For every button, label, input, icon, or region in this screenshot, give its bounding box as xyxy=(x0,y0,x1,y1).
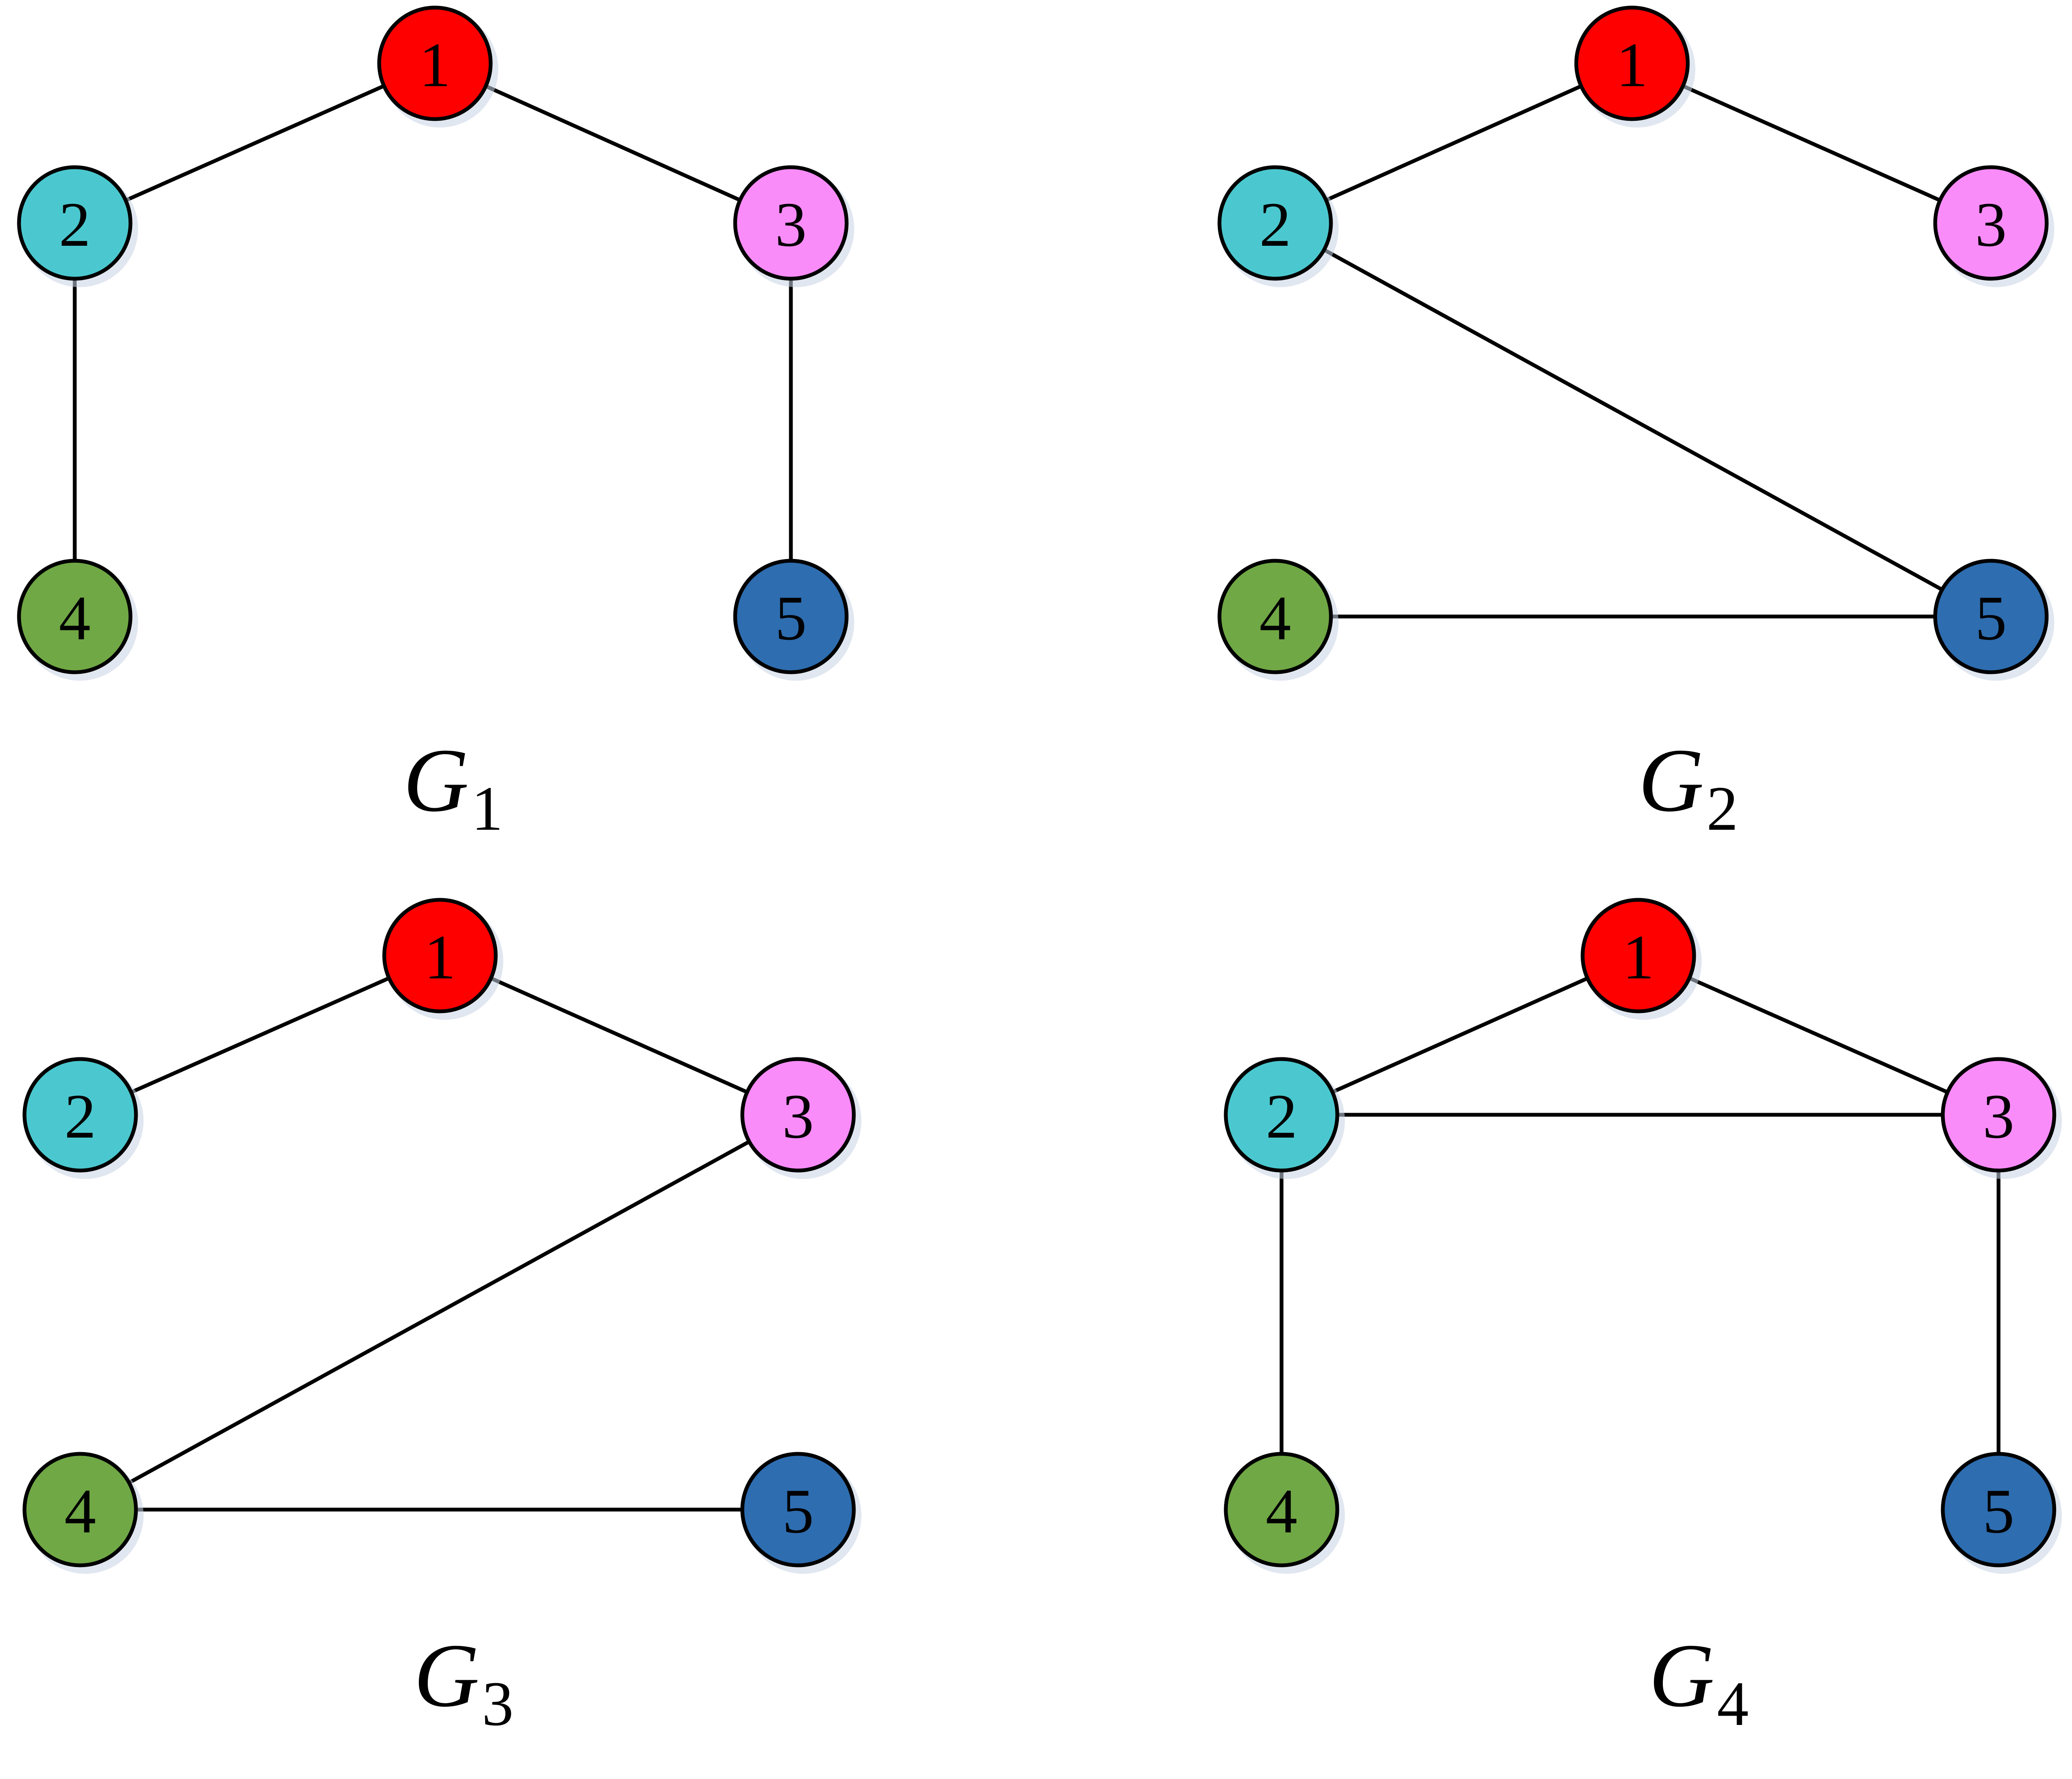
node-circle xyxy=(733,559,849,674)
node-label: 2 xyxy=(1260,190,1291,260)
node-circle xyxy=(1580,898,1696,1013)
graph-title-letter: G xyxy=(403,730,469,831)
node-g2-3: 3 xyxy=(1933,165,2054,287)
graph-title-letter: G xyxy=(1638,730,1704,831)
node-label: 3 xyxy=(1975,190,2007,260)
node-circle xyxy=(740,1057,856,1173)
edge-g2-2-5 xyxy=(1273,221,1993,619)
node-label: 2 xyxy=(1266,1081,1298,1152)
node-label: 1 xyxy=(1616,30,1648,100)
node-label: 1 xyxy=(419,30,451,100)
graph-title-letter: G xyxy=(414,1625,479,1726)
graph-title-letter: G xyxy=(1649,1625,1714,1726)
node-g4-1: 1 xyxy=(1580,898,1702,1020)
node-circle xyxy=(1224,1452,1339,1567)
node-circle xyxy=(1574,5,1690,121)
node-label: 1 xyxy=(424,922,456,992)
node-label: 5 xyxy=(775,583,807,653)
graph-title-g4: G4 xyxy=(1649,1625,1749,1739)
node-label: 3 xyxy=(1983,1081,2015,1152)
node-g4-5: 5 xyxy=(1941,1452,2062,1574)
node-g3-5: 5 xyxy=(740,1452,861,1574)
edge-g4-1-3 xyxy=(1636,953,2001,1117)
node-label: 3 xyxy=(782,1081,814,1152)
graph-title-g3: G3 xyxy=(414,1625,513,1739)
node-label: 5 xyxy=(1983,1476,2015,1546)
edge-g3-1-3 xyxy=(438,953,800,1117)
node-g1-5: 5 xyxy=(733,559,854,681)
graph-title-subscript: 3 xyxy=(482,1669,513,1739)
node-circle xyxy=(17,165,133,281)
node-circle xyxy=(22,1452,138,1567)
node-circle xyxy=(733,165,849,281)
edge-g2-1-3 xyxy=(1630,61,1993,225)
node-g4-3: 3 xyxy=(1941,1057,2062,1179)
node-circle xyxy=(1933,559,2049,674)
edge-g2-1-2 xyxy=(1273,61,1634,225)
node-g4-2: 2 xyxy=(1224,1057,1345,1179)
node-label: 2 xyxy=(65,1081,96,1152)
edge-g1-1-2 xyxy=(73,61,437,225)
edge-g4-1-2 xyxy=(1279,953,1640,1117)
node-circle xyxy=(1941,1452,2056,1567)
node-g2-1: 1 xyxy=(1574,5,1695,128)
node-g2-5: 5 xyxy=(1933,559,2054,681)
node-circle xyxy=(740,1452,856,1567)
graph-title-subscript: 2 xyxy=(1706,774,1738,844)
node-circle xyxy=(1933,165,2049,281)
node-g2-4: 4 xyxy=(1217,559,1339,681)
node-circle xyxy=(17,559,133,674)
node-circle xyxy=(1941,1057,2056,1173)
graph-title-g2: G2 xyxy=(1638,730,1738,844)
node-label: 4 xyxy=(65,1476,96,1546)
node-circle xyxy=(1217,165,1333,281)
graph-title-subscript: 4 xyxy=(1717,1669,1749,1739)
node-g1-3: 3 xyxy=(733,165,854,287)
node-label: 4 xyxy=(1260,583,1291,653)
node-label: 2 xyxy=(59,190,91,260)
node-label: 5 xyxy=(1975,583,2007,653)
node-label: 3 xyxy=(775,190,807,260)
node-circle xyxy=(22,1057,138,1173)
node-g2-2: 2 xyxy=(1217,165,1339,287)
node-g3-1: 1 xyxy=(382,898,503,1020)
node-g1-4: 4 xyxy=(17,559,138,681)
node-g1-2: 2 xyxy=(17,165,138,287)
node-label: 4 xyxy=(59,583,91,653)
node-g4-4: 4 xyxy=(1224,1452,1345,1574)
node-g3-3: 3 xyxy=(740,1057,861,1179)
node-circle xyxy=(1224,1057,1339,1173)
node-label: 1 xyxy=(1623,922,1654,992)
node-g1-1: 1 xyxy=(377,5,498,128)
edge-g3-3-4 xyxy=(78,1113,800,1512)
node-circle xyxy=(377,5,493,121)
node-label: 5 xyxy=(782,1476,814,1546)
graph-title-subscript: 1 xyxy=(471,774,503,844)
node-circle xyxy=(382,898,498,1013)
node-g3-4: 4 xyxy=(22,1452,144,1574)
graph-title-g1: G1 xyxy=(403,730,503,844)
node-circle xyxy=(1217,559,1333,674)
node-g3-2: 2 xyxy=(22,1057,144,1179)
node-label: 4 xyxy=(1266,1476,1298,1546)
edge-g3-1-2 xyxy=(78,953,442,1117)
